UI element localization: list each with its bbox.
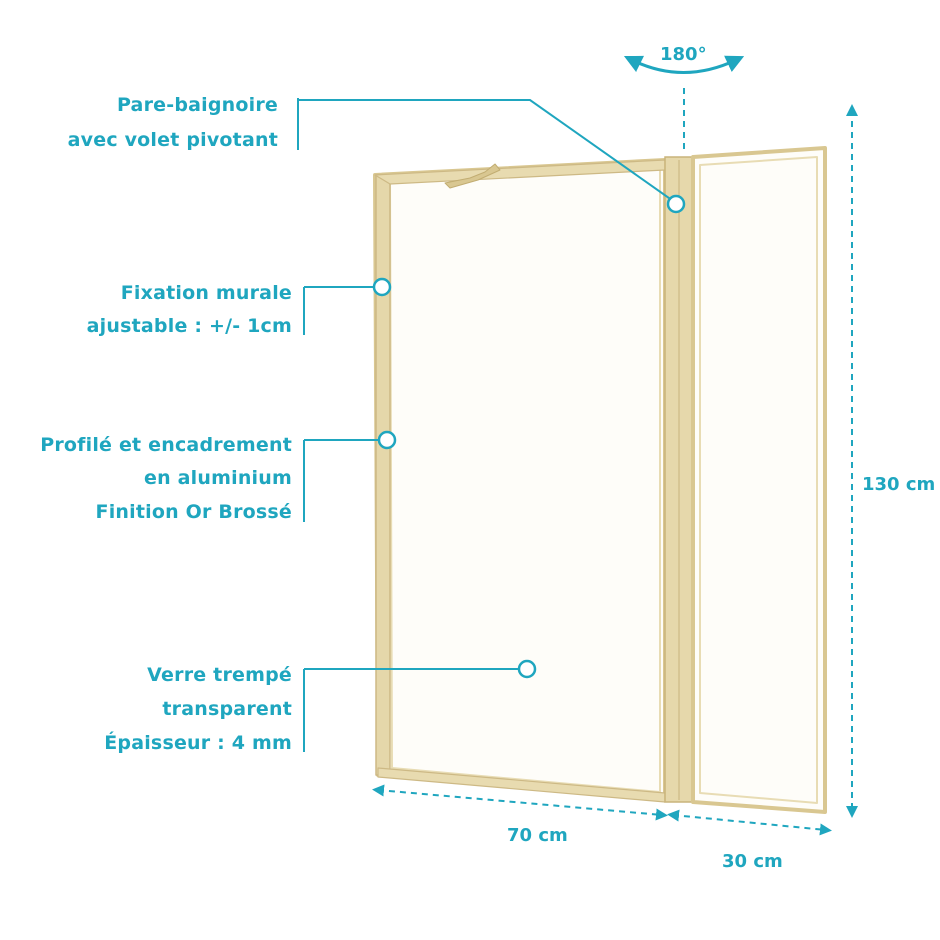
main-panel-frame	[373, 158, 667, 803]
leader-glass	[303, 668, 526, 752]
width-main-label: 70 cm	[507, 825, 568, 846]
callout-glass-line-3: Épaisseur : 4 mm	[104, 732, 292, 754]
rotation-label: 180°	[660, 44, 707, 65]
curved-double-arrow-icon	[623, 55, 745, 74]
callout-leaders	[297, 98, 677, 752]
leader-profile	[303, 439, 387, 522]
callout-glass-line-1: Verre trempé	[147, 664, 292, 686]
width-main-arrow	[372, 784, 668, 821]
width-dimensions	[372, 784, 832, 836]
callout-pivot-line-1: Pare-baignoire	[116, 94, 278, 116]
callout-pivot-line-2: avec volet pivotant	[67, 129, 278, 151]
flap-frame-outer	[691, 146, 827, 814]
hinge-bracket	[444, 163, 501, 189]
flap-panel-frame	[691, 146, 827, 814]
hinge-post	[664, 156, 694, 803]
markers	[372, 194, 686, 679]
rotation-indicator	[623, 55, 745, 150]
callout-wall-line-2: ajustable : +/- 1cm	[86, 315, 292, 337]
height-label: 130 cm	[862, 474, 936, 495]
circle-marker-icon	[517, 659, 537, 679]
callout-profile-line-2: en aluminium	[144, 467, 292, 489]
circle-marker-icon	[372, 277, 392, 297]
callout-wall-line-1: Fixation murale	[120, 282, 292, 304]
leader-wall	[303, 286, 382, 335]
left-profile	[375, 174, 391, 776]
callout-glass-line-2: transparent	[162, 698, 292, 720]
leader-pivot	[297, 98, 677, 204]
callout-profile-line-1: Profilé et encadrement	[40, 434, 292, 456]
width-flap-label: 30 cm	[722, 851, 783, 872]
circle-marker-icon	[377, 430, 397, 450]
width-flap-arrow	[667, 809, 832, 836]
circle-marker-icon	[666, 194, 686, 214]
main-frame-outer	[373, 158, 667, 802]
callout-profile-line-3: Finition Or Brossé	[95, 501, 292, 523]
flap-frame-inner	[699, 156, 818, 804]
